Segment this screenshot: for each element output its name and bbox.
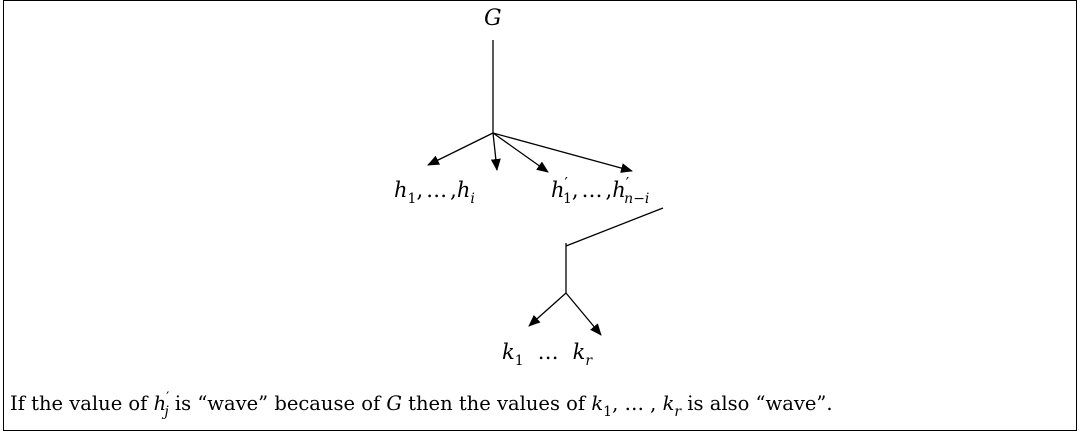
caption-part-3: then the values of <box>401 392 592 415</box>
k-last-sub: r <box>585 353 593 369</box>
hp-sep: , <box>571 178 579 202</box>
hp-prime: ′ <box>564 174 568 192</box>
hp-symbol-2: h <box>612 178 626 202</box>
h-symbol-2: h <box>456 178 471 202</box>
hp-prime-2: ′ <box>625 174 630 192</box>
h-sep: , <box>416 178 424 202</box>
caption-h-sub: j <box>164 404 169 420</box>
node-k-group: k1…kr <box>502 340 592 369</box>
caption-h-prime: ′ <box>166 390 170 406</box>
k-ellipsis: … <box>537 340 559 364</box>
h-first-sub: 1 <box>407 191 417 207</box>
caption-h-symbol: h <box>153 392 167 415</box>
h-last-sub: i <box>470 191 475 207</box>
caption-k-first-sub: 1 <box>603 404 613 420</box>
figure-caption: If the value of h′j is “wave” because of… <box>10 390 1072 420</box>
caption-k-symbol-2: k <box>662 392 675 415</box>
caption-k-sep: , … , <box>612 392 663 415</box>
hp-last-sub: n−i <box>624 191 650 207</box>
node-h-group: h1,…,hi <box>394 178 475 207</box>
hp-sep-2: , <box>605 178 613 202</box>
k-first-sub: 1 <box>514 353 524 369</box>
arrow-to-hn-prime <box>492 132 633 173</box>
caption-g-symbol: G <box>386 392 402 415</box>
k-symbol-2: k <box>572 340 586 364</box>
arrow-to-hi <box>490 132 501 171</box>
hp-ellipsis: … <box>581 178 603 202</box>
arrow-to-h1 <box>427 132 494 166</box>
caption-part-4: is also “wave”. <box>681 392 833 415</box>
h-sep-2: , <box>450 178 457 202</box>
k-symbol: k <box>502 340 515 364</box>
hp-first-sub: 1 <box>562 191 572 207</box>
arrow-to-h1-prime <box>492 132 549 173</box>
arrow-to-kr <box>565 292 602 336</box>
arrow-to-k1 <box>528 292 567 327</box>
node-h-prime-group: h′1,…,h′n−i <box>551 176 649 207</box>
h-ellipsis: … <box>426 178 448 202</box>
figure-frame <box>3 0 1077 431</box>
caption-k-last-sub: r <box>674 404 682 420</box>
hp-symbol: h <box>551 178 565 202</box>
node-G: G <box>484 6 502 31</box>
caption-part-2: is “wave” because of <box>168 392 387 415</box>
caption-k-symbol: k <box>591 392 604 415</box>
caption-part-1: If the value of <box>10 392 154 415</box>
connector-line <box>565 207 664 247</box>
h-symbol: h <box>394 178 408 202</box>
